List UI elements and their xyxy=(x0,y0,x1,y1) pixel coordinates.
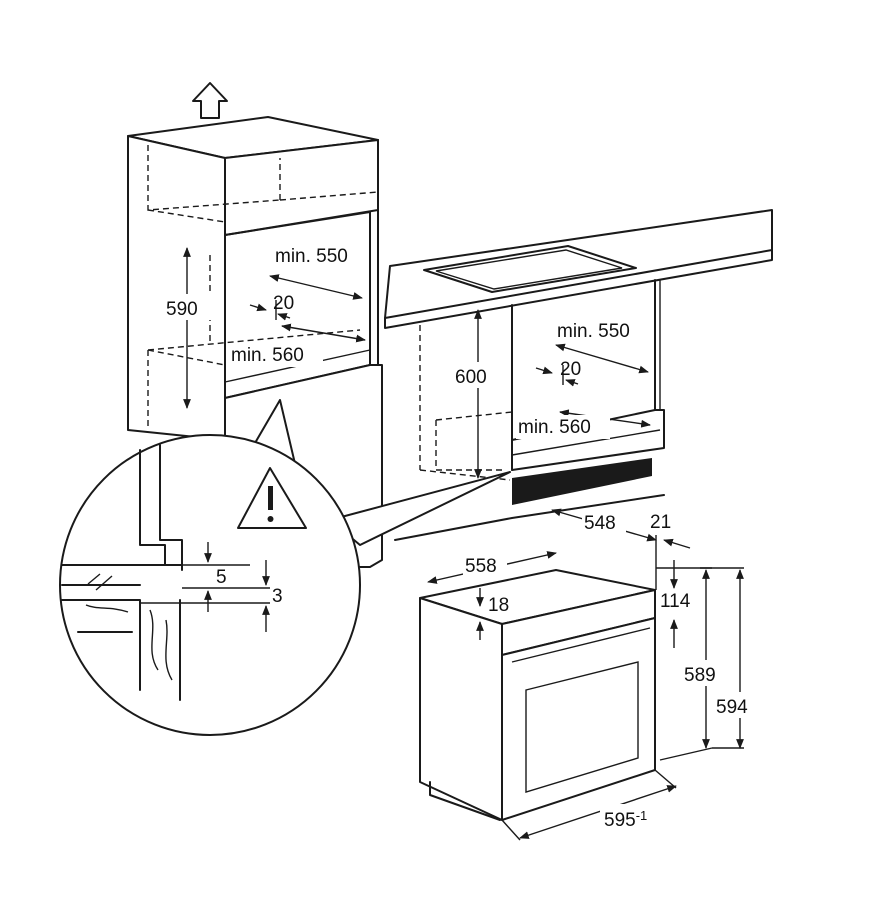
oven-depth-front-label: 21 xyxy=(650,512,671,533)
base-height-label: 600 xyxy=(455,367,487,388)
tall-depth-label: min. 550 xyxy=(275,246,348,267)
oven-depth-body-label: 548 xyxy=(584,513,616,534)
oven-height-body-label: 589 xyxy=(684,665,716,686)
oven-dimensions: 548 21 558 18 114 589 594 595-1 xyxy=(427,508,762,841)
oven-panel-height-label: 114 xyxy=(660,591,691,612)
tall-height-label: 590 xyxy=(166,299,198,320)
tall-width-label: min. 560 xyxy=(231,345,304,366)
detail-callout: 5 3 xyxy=(59,399,511,736)
up-arrow-icon xyxy=(192,82,228,119)
tall-cabinet-dimensions: 590 min. 550 20 min. 560 xyxy=(163,243,366,409)
base-cabinet-dimensions: 600 min. 550 20 min. 560 xyxy=(452,309,651,479)
detail-gap-top-label: 5 xyxy=(216,567,227,588)
warning-icon xyxy=(237,467,307,529)
oven-top-offset-label: 18 xyxy=(488,595,509,616)
section-detail xyxy=(61,444,183,701)
oven-width-front-label: 595-1 xyxy=(604,808,647,831)
oven-width-tolerance-label: -1 xyxy=(636,808,648,823)
oven-width-body-label: 558 xyxy=(465,556,497,577)
oven-height-total-label: 594 xyxy=(716,697,748,718)
tall-gap-label: 20 xyxy=(273,293,294,314)
base-depth-label: min. 550 xyxy=(557,321,630,342)
base-gap-label: 20 xyxy=(560,359,581,380)
oven xyxy=(419,569,656,821)
base-width-label: min. 560 xyxy=(518,417,591,438)
detail-gap-bottom-label: 3 xyxy=(272,586,283,607)
